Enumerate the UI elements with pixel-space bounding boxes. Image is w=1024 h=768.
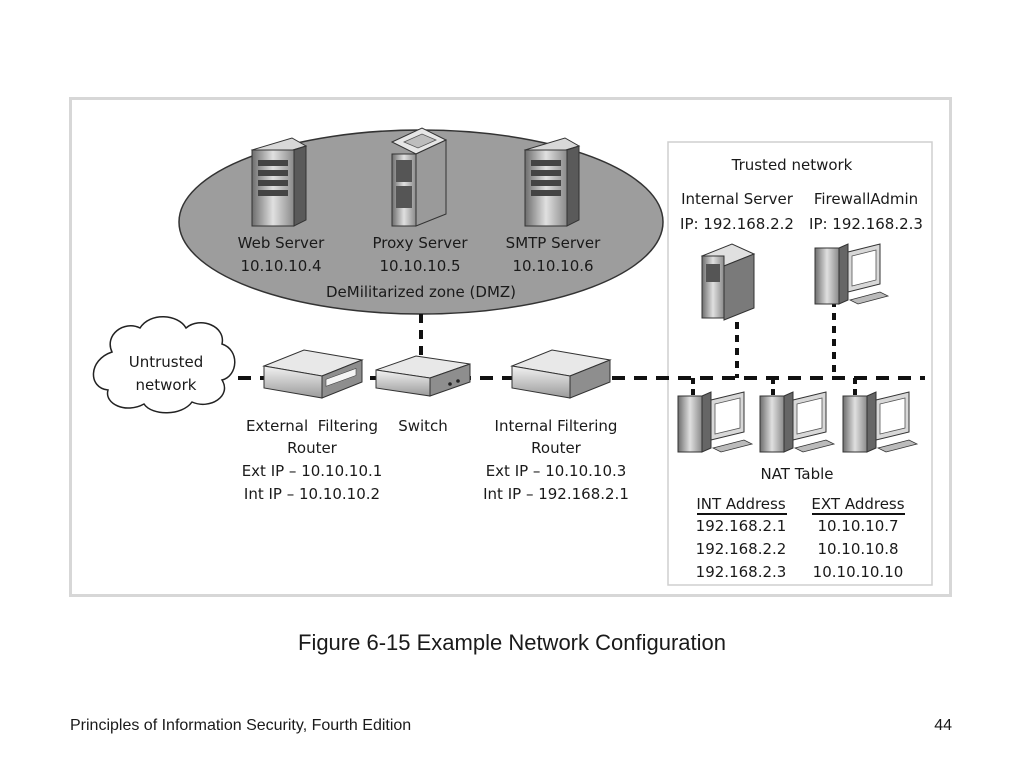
internal-router-ext-ip: Ext IP – 10.10.10.3 xyxy=(486,462,627,480)
untrusted-network-cloud xyxy=(92,316,236,414)
smtp-server-ip: 10.10.10.6 xyxy=(512,257,593,275)
nat-row-2-ext: 10.10.10.8 xyxy=(817,540,898,558)
external-router-label-line1: External Filtering xyxy=(246,417,378,435)
untrusted-label-line1: Untrusted xyxy=(129,353,204,371)
proxy-server-name: Proxy Server xyxy=(372,234,468,252)
workstation-3-icon xyxy=(842,391,919,453)
internal-router-label-line1: Internal Filtering xyxy=(495,417,618,435)
proxy-server-icon xyxy=(390,127,448,227)
firewall-admin-ip: IP: 192.168.2.3 xyxy=(809,215,923,233)
nat-row-1-ext: 10.10.10.7 xyxy=(817,517,898,535)
switch-label: Switch xyxy=(398,417,448,435)
nat-row-2-int: 192.168.2.2 xyxy=(696,540,787,558)
nat-table-title: NAT Table xyxy=(760,465,833,483)
nat-row-3-int: 192.168.2.3 xyxy=(696,563,787,581)
internal-server-ip: IP: 192.168.2.2 xyxy=(680,215,794,233)
trusted-network-title: Trusted network xyxy=(731,156,853,174)
web-server-icon xyxy=(250,137,308,227)
external-router-icon xyxy=(262,349,364,399)
page-number: 44 xyxy=(934,717,952,734)
firewall-admin-name: FirewallAdmin xyxy=(814,190,918,208)
internal-router-label-line2: Router xyxy=(531,439,582,457)
proxy-server-ip: 10.10.10.5 xyxy=(379,257,460,275)
nat-header-int: INT Address xyxy=(696,495,785,513)
internal-server-icon xyxy=(700,243,756,321)
web-server-name: Web Server xyxy=(238,234,325,252)
nat-header-ext: EXT Address xyxy=(811,495,904,513)
external-router-int-ip: Int IP – 10.10.10.2 xyxy=(244,485,380,503)
figure-caption: Figure 6-15 Example Network Configuratio… xyxy=(298,630,726,655)
untrusted-label-line2: network xyxy=(136,376,197,394)
workstation-2-icon xyxy=(759,391,836,453)
smtp-server-icon xyxy=(523,137,581,227)
internal-server-name: Internal Server xyxy=(681,190,794,208)
dmz-label: DeMilitarized zone (DMZ) xyxy=(326,283,516,301)
internal-router-int-ip: Int IP – 192.168.2.1 xyxy=(483,485,629,503)
footer-book-title: Principles of Information Security, Four… xyxy=(70,717,412,734)
workstation-1-icon xyxy=(677,391,754,453)
smtp-server-name: SMTP Server xyxy=(506,234,601,252)
internal-router-icon xyxy=(510,349,612,399)
switch-icon xyxy=(375,355,471,397)
trusted-network-box xyxy=(667,141,933,586)
firewall-admin-icon xyxy=(814,243,890,305)
external-router-ext-ip: Ext IP – 10.10.10.1 xyxy=(242,462,383,480)
external-router-label-line2: Router xyxy=(287,439,338,457)
web-server-ip: 10.10.10.4 xyxy=(240,257,321,275)
nat-row-3-ext: 10.10.10.10 xyxy=(813,563,904,581)
nat-row-1-int: 192.168.2.1 xyxy=(696,517,787,535)
